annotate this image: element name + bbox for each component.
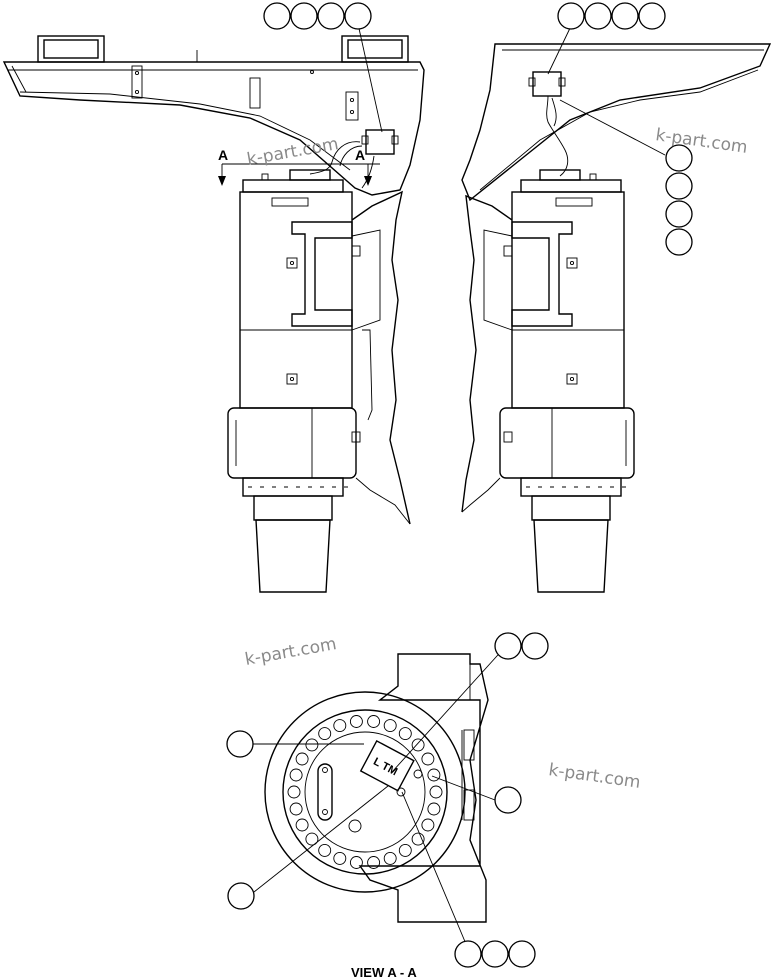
watermark: k-part.com (243, 634, 338, 670)
bolt-hole (289, 802, 303, 816)
right-motor-cap (520, 179, 622, 193)
callout-balloon (638, 2, 666, 30)
callout-balloon (665, 200, 693, 228)
bolt-hole (289, 768, 303, 782)
right-relay-box (532, 71, 562, 97)
bolt-hole (295, 818, 309, 832)
bolt-hole (333, 851, 347, 865)
bolt-hole (318, 727, 332, 741)
bolt-hole (427, 768, 441, 782)
callout-balloon (263, 2, 291, 30)
bolt-hole (367, 856, 381, 869)
right-shaft (533, 519, 609, 593)
left-hub-ring (227, 407, 357, 479)
bolt-hole (429, 785, 443, 799)
bolt-hole (367, 715, 381, 728)
callout-balloon (454, 940, 482, 968)
bolt-hole (427, 802, 441, 816)
sensor-bracket: L TM (359, 740, 415, 792)
left-motor-body (239, 191, 353, 409)
housing-ring (264, 691, 466, 893)
bolt-hole (421, 752, 435, 766)
left-relay-box (365, 129, 395, 155)
callout-balloon (481, 940, 509, 968)
bolt-hole (411, 738, 425, 752)
bolt-hole (318, 843, 332, 857)
leader-lines (252, 23, 666, 945)
callout-balloon (665, 228, 693, 256)
bolt-hole (411, 832, 425, 846)
callout-balloon (494, 786, 522, 814)
right-side-view (461, 43, 772, 593)
right-hub-ring (499, 407, 635, 479)
view-caption: VIEW A - A (351, 965, 417, 980)
callout-balloon (665, 172, 693, 200)
watermark: k-part.com (547, 760, 641, 793)
bolt-hole (398, 727, 412, 741)
callout-balloon (494, 632, 522, 660)
callout-balloon (584, 2, 612, 30)
bolt-hole (383, 851, 397, 865)
callout-balloon (611, 2, 639, 30)
bolt-hole (305, 832, 319, 846)
bolt-hole (305, 738, 319, 752)
left-side-view: A A (2, 35, 425, 593)
callout-balloon (521, 632, 549, 660)
right-motor-body (511, 191, 625, 409)
callout-balloons (226, 2, 693, 968)
left-motor-cap (242, 179, 344, 193)
left-shaft (255, 519, 331, 593)
bolt-hole (349, 856, 363, 869)
bolt-hole (398, 843, 412, 857)
center-slot (317, 763, 333, 821)
callout-balloon (508, 940, 536, 968)
section-view-a-a: L TM (264, 653, 489, 923)
bolt-circle (287, 715, 443, 869)
section-mark-left: A (218, 147, 228, 163)
bolt-hole (349, 715, 363, 728)
callout-balloon (317, 2, 345, 30)
section-mark-right: A (355, 147, 365, 163)
callout-balloon (665, 144, 693, 172)
bolt-hole (287, 785, 301, 799)
callout-balloon (226, 730, 254, 758)
callout-balloon (344, 2, 372, 30)
left-top-plate (2, 61, 425, 196)
callout-balloon (290, 2, 318, 30)
bolt-hole (421, 818, 435, 832)
callout-balloon (557, 2, 585, 30)
bolt-hole (383, 719, 397, 733)
right-top-plate (461, 43, 772, 202)
watermark: k-part.com (245, 134, 340, 170)
callout-balloon (227, 882, 255, 910)
bolt-hole (333, 719, 347, 733)
bolt-hole (295, 752, 309, 766)
